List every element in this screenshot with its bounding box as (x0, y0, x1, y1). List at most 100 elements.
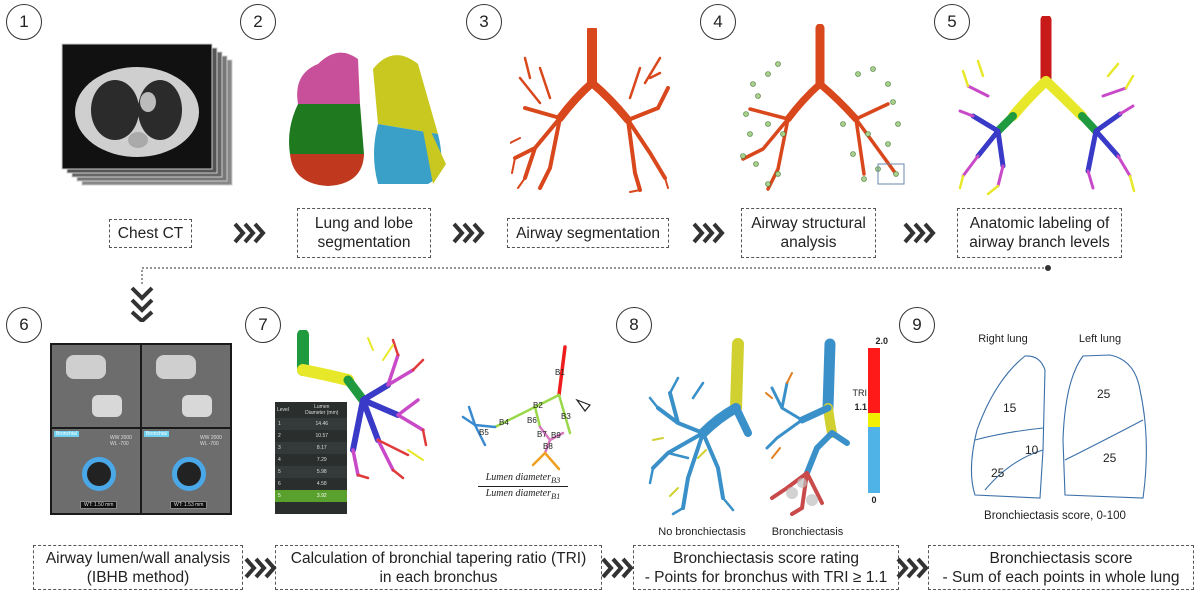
step-8-label-line-1: Bronchiectasis score rating (672, 549, 860, 567)
step-4-label-box: Airway structural analysis (741, 208, 876, 258)
step-8-label-box: Bronchiectasis score rating- Points for … (633, 545, 899, 590)
chevron-arrow-icon (903, 222, 936, 244)
branch-label: B3 (561, 412, 571, 421)
step-4-label-line-2: analysis (780, 234, 837, 251)
step-4-label-line-1: Airway structural (751, 215, 866, 232)
lung-lobe-segmentation-image (289, 52, 446, 186)
no-bronchiectasis-caption: No bronchiectasis (658, 526, 746, 538)
left-lung-label: Left lung (1078, 333, 1122, 345)
step-4-number: 4 (700, 4, 736, 40)
step-5-label-box: Anatomic labeling of airway branch levels (957, 208, 1122, 258)
table-level: 4 (278, 457, 281, 463)
step-6-label-line-1: Airway lumen/wall analysis (45, 549, 231, 567)
level-header: Level (277, 407, 289, 413)
step-9-label-box: Bronchiectasis score- Sum of each points… (928, 545, 1194, 590)
formula-numerator: Lumen diameter (485, 472, 551, 483)
right-lung-score: 15 (1003, 401, 1017, 415)
branch-label: B6 (527, 416, 537, 425)
chevron-arrow-icon (452, 222, 485, 244)
chest-ct-stack-image (61, 43, 233, 186)
step-6-label-line-2: (IBHB method) (86, 568, 190, 586)
lung-score-diagram: 15 10 25 25 25 (970, 354, 1147, 499)
step-7-number: 7 (245, 307, 281, 343)
lumen-wall-analysis-image: Bronchial WW 2000 WL -700 WT: 1.50 mm Br… (50, 343, 232, 515)
table-diameter: 14.46 (315, 421, 329, 427)
table-level-highlight: 5 (278, 493, 281, 499)
step-8-number: 8 (616, 307, 652, 343)
step-1-number: 1 (6, 4, 42, 40)
window-label-left: WW 2000 WL -700 (110, 435, 132, 447)
tapering-formula: Lumen diameterB3 Lumen diameterB1 (478, 472, 568, 501)
bronchial-tag: Bronchial (54, 431, 79, 437)
branch-schematic: B1 B2 B3 B4 B5 B6 B7 B8 B9 (461, 345, 591, 471)
step-3-label-line-1: Airway segmentation (516, 224, 660, 242)
right-lung-score: 10 (1025, 443, 1039, 457)
step-5-label-line-1: Anatomic labeling of (969, 215, 1110, 232)
table-diameter: 10.57 (315, 433, 329, 439)
scale-bottom-label: 0 (871, 495, 877, 505)
bronchiectasis-caption: Bronchiectasis (771, 526, 844, 538)
right-lung-label: Right lung (978, 333, 1028, 345)
wall-thickness-right: WT: 1.53 mm (170, 501, 208, 509)
step-6-label-box: Airway lumen/wall analysis(IBHB method) (33, 545, 243, 590)
table-level: 6 (278, 481, 281, 487)
anatomic-labeling-image (958, 16, 1136, 196)
table-diameter: 8.17 (316, 445, 327, 451)
branch-label: B9 (551, 431, 561, 440)
step-5-label-line-2: airway branch levels (969, 234, 1110, 251)
step-1-label-box: Chest CT (109, 219, 192, 248)
no-bronchiectasis-airway-image (648, 338, 752, 516)
step-2-label-box: Lung and lobe segmentation (297, 208, 431, 258)
scale-top-label: 2.0 (875, 336, 888, 346)
step-2-label-line-2: segmentation (317, 234, 411, 251)
branch-label: B7 (537, 430, 547, 439)
step-3-number: 3 (466, 4, 502, 40)
step-9-label-line-1: Bronchiectasis score (989, 549, 1133, 567)
chevron-arrow-icon (244, 557, 277, 579)
table-level: 5 (278, 469, 281, 475)
chevron-arrow-icon (896, 557, 929, 579)
table-level: 2 (278, 433, 281, 439)
step-2-number: 2 (240, 4, 276, 40)
table-diameter: 4.58 (316, 481, 327, 487)
chevron-arrow-icon (233, 222, 266, 244)
branch-label: B4 (499, 418, 509, 427)
airway-structural-analysis-image (740, 24, 905, 191)
branch-label: B2 (533, 401, 543, 410)
table-diameter: 7.29 (316, 457, 327, 463)
formula-denominator-sub: B1 (551, 492, 561, 501)
formula-numerator-sub: B3 (551, 476, 561, 485)
step-8-label-line-2: - Points for bronchus with TRI ≥ 1.1 (644, 568, 888, 586)
step-1-label-line-1: Chest CT (117, 225, 184, 242)
right-lung-score: 25 (991, 466, 1005, 480)
scale-tri-label: TRI (852, 388, 868, 398)
left-lung-score: 25 (1097, 387, 1111, 401)
step-5-number: 5 (934, 4, 970, 40)
scale-yellow-segment (868, 413, 880, 427)
table-diameter-highlight: 3.92 (316, 493, 327, 499)
step-7-label-line-2: in each bronchus (379, 568, 498, 586)
step-2-label-line-1: Lung and lobe (314, 215, 414, 232)
branch-label: B1 (555, 368, 565, 377)
table-level: 3 (278, 445, 281, 451)
branch-label: B8 (543, 442, 553, 451)
branch-label: B5 (479, 428, 489, 437)
bronchiectasis-airway-image (765, 338, 850, 516)
step-9-number: 9 (899, 307, 935, 343)
step-9-label-line-2: - Sum of each points in whole lung (942, 568, 1180, 586)
scale-red-segment (868, 348, 880, 413)
table-diameter: 5.98 (316, 469, 327, 475)
step-7-label-line-1: Calculation of bronchial tapering ratio … (290, 549, 587, 567)
bronchial-tag: Bronchial (144, 431, 169, 437)
step-6-number: 6 (6, 307, 42, 343)
tapering-airway-image (297, 330, 428, 480)
wall-thickness-left: WT: 1.50 mm (80, 501, 118, 509)
flow-connector-line (130, 265, 1051, 322)
diameter-header: Diameter (mm) (305, 410, 339, 416)
step-7-label-box: Calculation of bronchial tapering ratio … (275, 545, 602, 590)
lumen-header: Lumen (314, 404, 330, 410)
chevron-arrow-icon (692, 222, 725, 244)
bronchiectasis-score-caption: Bronchiectasis score, 0-100 (984, 510, 1126, 522)
window-label-right: WW 2000 WL -700 (200, 435, 222, 447)
